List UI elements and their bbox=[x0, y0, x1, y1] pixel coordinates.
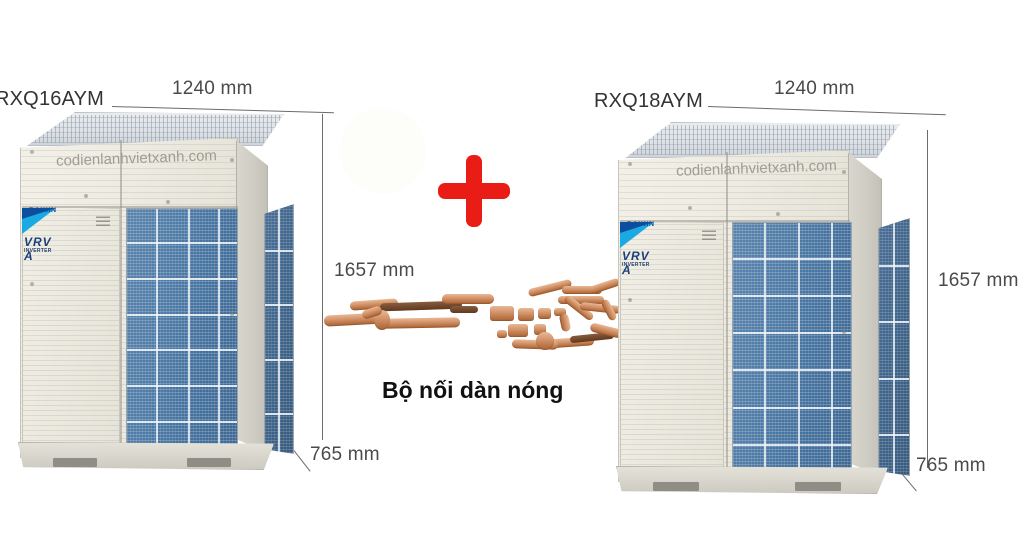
kit-caption-label: Bộ nối dàn nóng bbox=[382, 377, 564, 403]
right-unit-seam-horizontal bbox=[620, 220, 850, 222]
right-unit-screw bbox=[776, 212, 780, 216]
kit-pipe bbox=[381, 317, 461, 329]
left-unit-service-panel[interactable] bbox=[22, 208, 120, 452]
right-unit-screw bbox=[842, 330, 846, 334]
left-unit-vent-grille bbox=[96, 215, 110, 226]
refnet-joint-kit[interactable] bbox=[322, 277, 623, 364]
vrv-series-sublabel: INVERTER bbox=[622, 262, 650, 268]
left-unit-side-coil bbox=[264, 204, 294, 454]
kit-reducer bbox=[554, 308, 566, 316]
ghost-circle-decoration bbox=[340, 108, 426, 194]
left-unit-screw bbox=[230, 312, 234, 316]
left-unit-model-label: RXQ16AYM bbox=[0, 88, 105, 110]
top-grille-mesh bbox=[26, 115, 281, 143]
left-unit-seam-vertical bbox=[120, 140, 122, 452]
left-unit-screw bbox=[230, 158, 234, 162]
kit-reducer bbox=[497, 330, 507, 338]
right-unit-side-coil bbox=[878, 218, 910, 476]
right-unit-screw bbox=[628, 298, 632, 302]
kit-reducer bbox=[518, 308, 534, 321]
service-panel-texture bbox=[621, 223, 723, 475]
kit-pipe bbox=[442, 294, 494, 304]
left-unit-screw bbox=[166, 200, 170, 204]
right-unit-height-dimension: 1657 mm bbox=[938, 270, 1019, 291]
right-unit-width-line bbox=[707, 106, 946, 116]
right-unit-height-line bbox=[927, 130, 928, 468]
left-outdoor-unit[interactable]: DAIKIN VRV A INVERTER bbox=[0, 112, 300, 472]
right-unit-base-rail bbox=[616, 466, 888, 494]
daikin-wordmark: DAIKIN bbox=[29, 207, 57, 214]
plus-vertical-bar bbox=[466, 155, 482, 227]
left-unit-depth-dimension: 765 mm bbox=[310, 444, 380, 465]
left-unit-height-line bbox=[322, 114, 323, 440]
right-unit-service-panel[interactable] bbox=[620, 222, 724, 476]
right-unit-foot bbox=[653, 482, 699, 491]
kit-reducer bbox=[534, 324, 546, 335]
left-unit-screw bbox=[84, 194, 88, 198]
right-unit-width-dimension: 1240 mm bbox=[774, 78, 855, 99]
daikin-triangle-dark-icon bbox=[620, 222, 654, 233]
right-unit-side-panel bbox=[848, 152, 882, 476]
kit-bent-pipe bbox=[558, 312, 572, 333]
kit-bent-pipe bbox=[562, 286, 602, 294]
left-unit-top-grille bbox=[26, 112, 284, 146]
right-unit-screw bbox=[688, 206, 692, 210]
left-unit-front-coil bbox=[126, 208, 238, 448]
right-unit-foot bbox=[795, 482, 841, 491]
vrv-series-sublabel: INVERTER bbox=[24, 248, 52, 254]
right-unit-screw bbox=[842, 170, 846, 174]
left-unit-foot bbox=[187, 458, 231, 467]
left-unit-foot bbox=[53, 458, 97, 467]
left-unit-screw bbox=[30, 150, 34, 154]
left-unit-width-dimension: 1240 mm bbox=[172, 78, 253, 99]
vrv-series-label: VRV A bbox=[622, 249, 650, 277]
service-panel-texture bbox=[23, 209, 119, 451]
kit-bent-pipe bbox=[558, 296, 604, 304]
right-unit-vent-grille bbox=[702, 229, 716, 240]
left-unit-base-rail bbox=[18, 442, 274, 470]
right-unit-model-label: RXQ18AYM bbox=[594, 90, 704, 112]
left-unit-height-dimension: 1657 mm bbox=[334, 260, 415, 281]
right-unit-seam-vertical bbox=[726, 152, 728, 476]
kit-reducer bbox=[538, 308, 551, 319]
kit-pipe bbox=[450, 306, 478, 313]
left-unit-side-panel bbox=[236, 140, 268, 452]
right-outdoor-unit[interactable]: DAIKIN VRV A INVERTER bbox=[600, 122, 920, 496]
vrv-series-label: VRV A bbox=[24, 235, 52, 263]
plus-operator-icon bbox=[438, 155, 510, 227]
right-unit-depth-dimension: 765 mm bbox=[916, 455, 986, 476]
right-unit-top-grille bbox=[625, 122, 900, 158]
kit-reducer bbox=[490, 306, 514, 321]
top-grille-mesh bbox=[625, 125, 897, 155]
right-unit-front-coil bbox=[732, 222, 852, 472]
daikin-wordmark: DAIKIN bbox=[627, 221, 655, 228]
right-unit-screw bbox=[628, 162, 632, 166]
daikin-triangle-dark-icon bbox=[22, 208, 56, 219]
kit-reducer bbox=[508, 324, 528, 337]
kit-bent-pipe bbox=[536, 332, 554, 350]
left-unit-seam-horizontal bbox=[22, 206, 238, 208]
left-unit-screw bbox=[30, 282, 34, 286]
